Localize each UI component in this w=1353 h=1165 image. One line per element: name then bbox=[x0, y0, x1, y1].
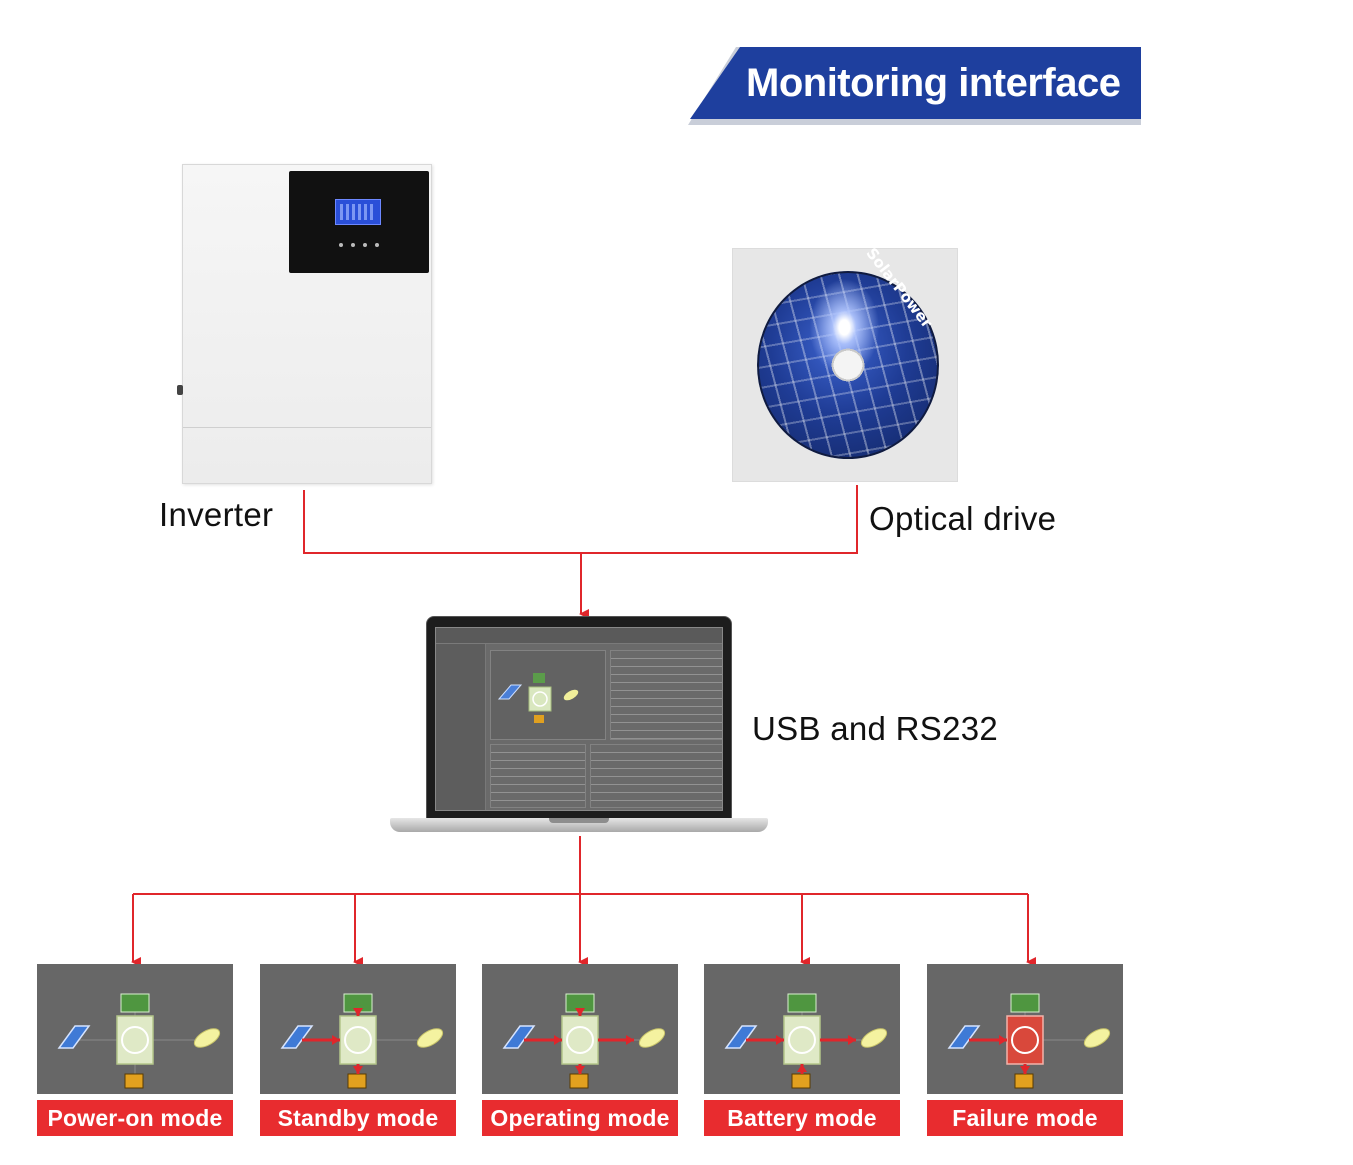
flow-arrowhead bbox=[797, 1064, 807, 1072]
inverter-button bbox=[351, 243, 355, 247]
laptop-notch bbox=[549, 818, 609, 823]
solar-panel-icon bbox=[947, 1025, 981, 1049]
mode-label: Operating mode bbox=[482, 1100, 678, 1136]
software-readings-panel bbox=[610, 650, 722, 740]
cd-disc-icon bbox=[757, 271, 939, 459]
flow-arrowhead bbox=[1020, 1066, 1030, 1074]
inverter-button bbox=[339, 243, 343, 247]
solar-panel-icon bbox=[502, 1025, 536, 1049]
inverter-display-panel bbox=[289, 171, 429, 273]
flow-arrowhead bbox=[776, 1035, 784, 1045]
optical-drive-label: Optical drive bbox=[869, 500, 1057, 537]
inverter-ring-icon bbox=[121, 1026, 149, 1054]
banner-title: Monitoring interface bbox=[746, 61, 1121, 105]
inverter-switch bbox=[177, 385, 183, 395]
mode-card-standby: Standby mode bbox=[260, 964, 456, 1136]
title-banner: Monitoring interface bbox=[688, 47, 1141, 125]
inverter-button bbox=[363, 243, 367, 247]
mode-screenshot bbox=[260, 964, 456, 1094]
inverter-ring-icon bbox=[1011, 1026, 1039, 1054]
grid-icon bbox=[787, 993, 817, 1013]
flow-arrowhead bbox=[848, 1035, 856, 1045]
banner-shape bbox=[688, 47, 1141, 125]
inverter-ring-icon bbox=[566, 1026, 594, 1054]
laptop-screen bbox=[435, 627, 723, 811]
flow-arrowhead bbox=[353, 1008, 363, 1016]
inverter-seam bbox=[183, 427, 431, 428]
flow-arrowhead bbox=[353, 1066, 363, 1074]
flow-arrowhead bbox=[626, 1035, 634, 1045]
mode-screenshot bbox=[37, 964, 233, 1094]
software-flow-icon bbox=[497, 673, 579, 723]
battery-icon bbox=[791, 1073, 811, 1089]
software-status-panel bbox=[590, 744, 722, 808]
mode-card-operating: Operating mode bbox=[482, 964, 678, 1136]
inverter-label: Inverter bbox=[159, 496, 274, 533]
inverter-ring-icon bbox=[344, 1026, 372, 1054]
mode-label: Standby mode bbox=[260, 1100, 456, 1136]
software-sidebar bbox=[436, 644, 486, 810]
flow-arrowhead bbox=[575, 1008, 585, 1016]
grid-icon bbox=[120, 993, 150, 1013]
inverter-ring-icon bbox=[788, 1026, 816, 1054]
battery-icon bbox=[124, 1073, 144, 1089]
solar-panel-icon bbox=[280, 1025, 314, 1049]
mode-screenshot bbox=[927, 964, 1123, 1094]
mode-label: Failure mode bbox=[927, 1100, 1123, 1136]
load-bulb-icon bbox=[193, 1028, 221, 1048]
battery-icon bbox=[347, 1073, 367, 1089]
top-connector bbox=[303, 485, 858, 554]
flow-arrowhead bbox=[332, 1035, 340, 1045]
mode-card-power-on: Power-on mode bbox=[37, 964, 233, 1136]
inverter-button bbox=[375, 243, 379, 247]
mode-screenshot bbox=[704, 964, 900, 1094]
flow-arrowhead bbox=[554, 1035, 562, 1045]
laptop-image bbox=[426, 616, 732, 820]
software-info-panel bbox=[490, 744, 586, 808]
load-bulb-icon bbox=[416, 1028, 444, 1048]
load-bulb-icon bbox=[638, 1028, 666, 1048]
cd-sleeve-image: SolarPower bbox=[732, 244, 958, 482]
grid-icon bbox=[1010, 993, 1040, 1013]
laptop-base bbox=[390, 818, 768, 832]
mode-card-battery: Battery mode bbox=[704, 964, 900, 1136]
load-bulb-icon bbox=[1083, 1028, 1111, 1048]
mode-label: Battery mode bbox=[704, 1100, 900, 1136]
battery-icon bbox=[569, 1073, 589, 1089]
software-diagram-panel bbox=[490, 650, 606, 740]
flow-arrowhead bbox=[999, 1035, 1007, 1045]
mode-card-failure: Failure mode bbox=[927, 964, 1123, 1136]
battery-icon bbox=[1014, 1073, 1034, 1089]
load-bulb-icon bbox=[860, 1028, 888, 1048]
solar-panel-icon bbox=[724, 1025, 758, 1049]
lcd-screen bbox=[335, 199, 381, 225]
flow-arrowhead bbox=[575, 1066, 585, 1074]
mode-label: Power-on mode bbox=[37, 1100, 233, 1136]
usb-rs232-label: USB and RS232 bbox=[752, 710, 999, 747]
inverter-image bbox=[177, 164, 432, 484]
mode-screenshot bbox=[482, 964, 678, 1094]
software-toolbar bbox=[436, 628, 722, 644]
solar-panel-icon bbox=[57, 1025, 91, 1049]
